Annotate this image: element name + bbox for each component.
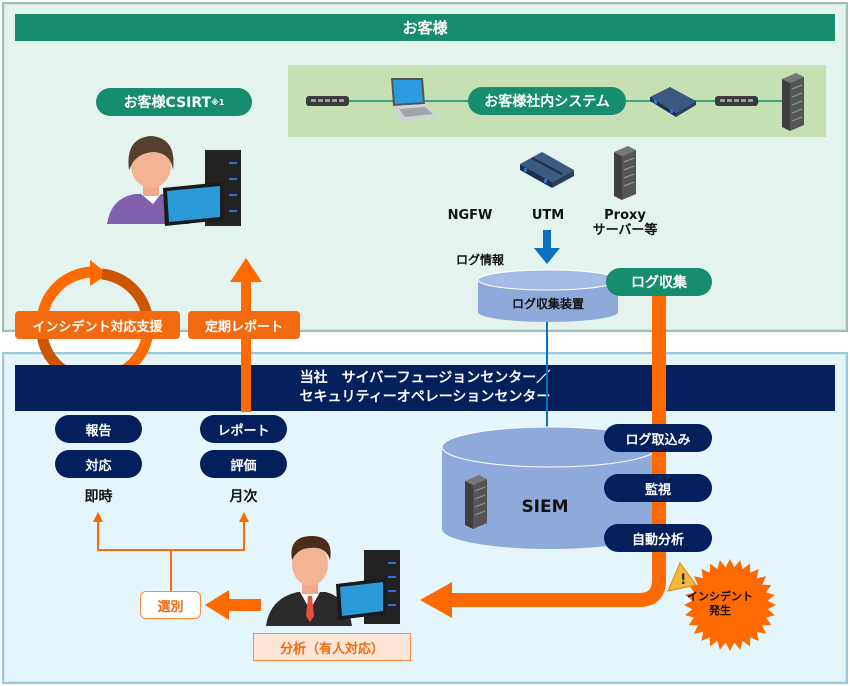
utm-device-icon [520,152,574,188]
utm-appliance-icon [650,87,696,117]
log-transfer-line-over-banner [546,365,548,411]
siem-step-monitoring: 監視 [604,474,712,502]
svg-text:!: ! [680,572,686,588]
customer-operator-icon [107,136,241,226]
incident-flow-arrow [420,560,666,618]
customer-banner: お客様 [15,14,835,41]
incident-burst-line2: 発生 [709,604,731,617]
incident-support-label: インシデント対応支援 [15,311,180,339]
incident-burst-label: インシデント 発生 [680,590,760,618]
ngfw-label: NGFW [447,208,493,223]
response-pill: 対応 [55,450,142,478]
switch-icon-2 [715,96,758,106]
log-info-label: ログ情報 [455,253,504,267]
triage-label: 選別 [140,591,201,619]
log-collector-label: ログ収集装置 [511,297,584,311]
report-pill: 報告 [55,415,142,443]
incident-burst-line1: インシデント [687,590,753,603]
laptop-icon [391,78,439,122]
siem-step-auto-analysis: 自動分析 [604,524,712,552]
siem-step-log-ingest: ログ取込み [604,424,712,452]
periodic-report-label: 定期レポート [188,311,300,339]
analysis-label: 分析（有人対応） [253,633,411,661]
siem-label: SIEM [521,497,569,517]
log-collector-cylinder [477,269,619,322]
csirt-footnote: ※1 [211,97,225,107]
proxy-label-line2: サーバー等 [592,223,658,238]
internal-system-label: お客様社内システム [468,87,626,115]
triage-connector [93,512,249,592]
immediate-caption: 即時 [84,489,113,505]
proxy-label-line1: Proxy [604,208,646,223]
triage-arrow [205,590,261,620]
csirt-label: お客様CSIRT※1 [96,88,252,116]
log-collection-label: ログ収集 [606,268,712,296]
incident-burst-icon: ! [667,559,776,651]
switch-icon [306,96,349,106]
soc-banner-line2: セキュリティーオペレーションセンター [299,389,551,405]
analyst-icon [266,536,400,626]
server-rack-icon [782,73,804,131]
proxy-label: Proxy サーバー等 [585,208,665,238]
periodic-report-arrow [230,258,262,412]
soc-banner: 当社 サイバーフュージョンセンター／ セキュリティーオペレーションセンター [15,365,835,411]
siem-server-icon [465,475,487,529]
log-collection-flow-over-banner [652,365,666,411]
report-document-pill: レポート [200,415,287,443]
evaluation-pill: 評価 [200,450,287,478]
periodic-report-arrow-over-banner [241,365,251,411]
log-flow-arrow-icon [534,230,560,264]
monthly-caption: 月次 [229,489,258,505]
csirt-label-text: お客様CSIRT [123,95,212,111]
soc-banner-line1: 当社 サイバーフュージョンセンター／ [299,370,551,386]
utm-label: UTM [531,208,565,223]
proxy-server-icon [614,146,636,200]
